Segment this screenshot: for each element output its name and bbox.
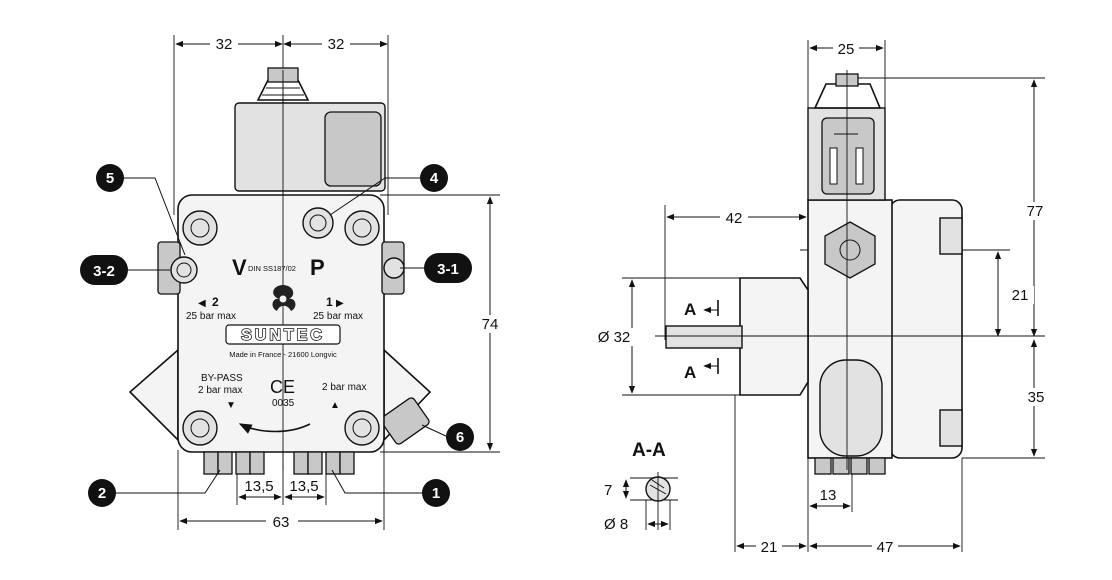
- section-title: A-A: [632, 440, 666, 461]
- plate-up-arrow: ▲: [330, 400, 340, 411]
- plate-v: V: [232, 255, 247, 280]
- shaft-housing: [739, 277, 809, 396]
- section-a-a: A-A 7 Ø 8: [604, 440, 678, 533]
- bottom-ports: [203, 451, 355, 475]
- dim-top-right: 32: [328, 36, 345, 53]
- dim-depth-shaft: 42: [726, 210, 743, 227]
- dim-port-right: 13,5: [289, 478, 318, 495]
- callout-2: 2: [88, 479, 116, 507]
- suntec-logo-icon: [272, 285, 296, 311]
- plate-port2-arrow: ◀: [198, 298, 206, 309]
- plate-brand: SUNTEC: [241, 327, 325, 344]
- svg-text:2: 2: [98, 485, 106, 502]
- callout-4: 4: [420, 164, 448, 192]
- svg-text:3-1: 3-1: [437, 261, 459, 278]
- rotation-arrow-icon: [238, 423, 311, 434]
- side-view: 25 77 42 21 Ø 32 35 13 21 47: [592, 40, 1050, 556]
- dim-height: 74: [482, 316, 499, 333]
- callout-5: 5: [96, 164, 124, 192]
- pump-body: [177, 194, 385, 453]
- plate-din: DIN SS187/02: [248, 264, 296, 273]
- dim-flat: 7: [604, 482, 612, 499]
- svg-text:3-2: 3-2: [93, 263, 115, 280]
- plate-bypass-arrow: ▼: [226, 400, 236, 411]
- dim-port-left: 13,5: [244, 478, 273, 495]
- plate-max-left: 25 bar max: [186, 311, 236, 322]
- plate-bypass-max: 2 bar max: [198, 385, 242, 396]
- dim-width-top: 25: [838, 41, 855, 58]
- plate-bypass: BY-PASS: [201, 373, 243, 384]
- dim-bottom-right: 47: [877, 539, 894, 556]
- dim-offset: 21: [1012, 287, 1029, 304]
- port-6-fitting: [380, 397, 430, 445]
- body-screws: [170, 207, 405, 446]
- front-view: 32 32 74 63 13,5 13,5: [80, 35, 502, 531]
- callout-6: 6: [446, 423, 474, 451]
- plate-ce: CE: [270, 377, 295, 397]
- callout-3-1: 3-1: [424, 253, 472, 283]
- callout-1: 1: [422, 479, 450, 507]
- plate-port1-arrow: ▶: [336, 298, 344, 309]
- plate-p: P: [310, 255, 325, 280]
- plate-max-right: 25 bar max: [313, 311, 363, 322]
- callout-3-2: 3-2: [80, 255, 128, 285]
- dim-section-dia: Ø 8: [604, 516, 628, 533]
- plate-made-in: Made in France - 21600 Longvic: [229, 350, 337, 359]
- section-marker-bottom: A: [684, 363, 696, 382]
- dim-height-total: 77: [1027, 203, 1044, 220]
- svg-text:6: 6: [456, 429, 464, 446]
- plate-ce-no: 0035: [272, 398, 295, 409]
- plate-port2: 2: [212, 295, 219, 309]
- svg-text:5: 5: [106, 170, 114, 187]
- dim-port: 13: [820, 487, 837, 504]
- section-marker-top: A: [684, 300, 696, 319]
- dim-diameter: Ø 32: [598, 329, 631, 346]
- drive-shaft: [665, 325, 743, 349]
- dim-bottom-left: 21: [761, 539, 778, 556]
- svg-text:4: 4: [430, 170, 439, 187]
- plate-port1: 1: [326, 295, 333, 309]
- svg-text:1: 1: [432, 485, 440, 502]
- side-hex-port: [824, 221, 876, 279]
- plate-max-bottom-right: 2 bar max: [322, 382, 366, 393]
- dim-lower: 35: [1028, 389, 1045, 406]
- dim-top-left: 32: [216, 36, 233, 53]
- dim-bottom: 63: [273, 514, 290, 531]
